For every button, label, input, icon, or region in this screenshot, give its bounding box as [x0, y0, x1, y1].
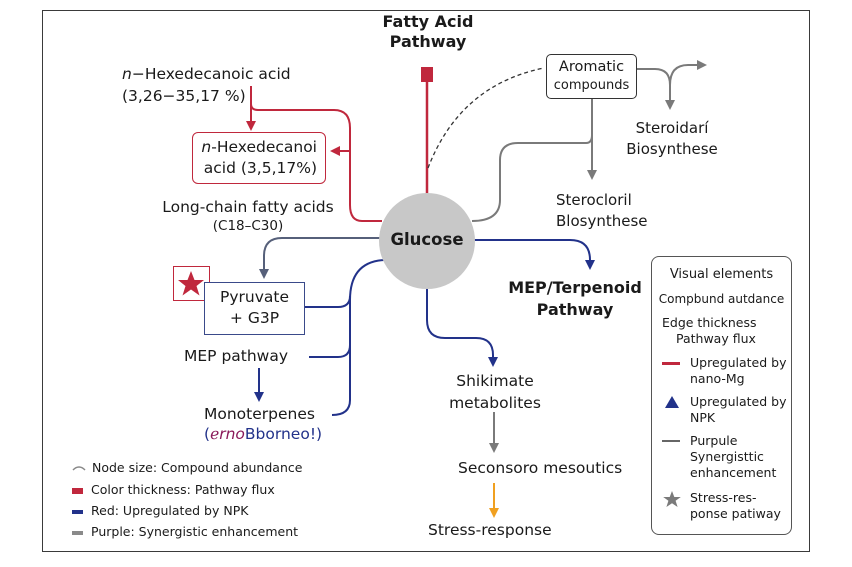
- star-icon: [663, 491, 681, 507]
- bottom-legend-text: Red: Upregulated by NPK: [91, 503, 249, 518]
- shikimate-line1: Shikimate: [456, 372, 534, 390]
- sterocloril-line2: Blosynthese: [556, 212, 648, 230]
- edge-glucose-blue-bracket: [331, 259, 385, 416]
- aromatic-line1: Aromatic: [558, 59, 625, 75]
- long-chain-fatty-acids-label: Long-chain fatty acids (C18–C30): [148, 198, 348, 236]
- edge-glucose-shikimate: [426, 286, 498, 367]
- hexadecanoic-range: (3,26−35,17 %): [122, 87, 246, 105]
- monoterpenes-label: Monoterpenes: [204, 405, 315, 423]
- pyruvate-line1: Pyruvate: [219, 288, 289, 306]
- long-chain-line2: (C18–C30): [212, 218, 284, 234]
- legend-item-line: Upregulated by: [690, 394, 787, 409]
- arc-icon: [72, 466, 86, 471]
- legend-item-line: Synergisttic: [690, 449, 764, 464]
- hexadecanoic-top-label: n−Hexedecanoic acid (3,26−35,17 %): [122, 63, 291, 107]
- red-line-icon: [662, 362, 680, 365]
- edge-bracket-mep: [309, 344, 351, 358]
- fatty-acid-line2: Pathway: [389, 32, 467, 51]
- edge-glucose-aromatic: [471, 134, 593, 222]
- legend-item-line: Stress-res-: [690, 490, 757, 505]
- shikimate-metabolites-label: Shikimate metabolites: [440, 370, 550, 414]
- edge-dashed-glucose-aromatic: [427, 67, 545, 169]
- legend-edge-line2: Pathway flux: [676, 331, 756, 346]
- edge-aromatic-branch-right: [669, 60, 707, 86]
- mep-terpenoid-pathway-label: MEP/Terpenoid Pathway: [500, 277, 650, 321]
- glucose-label: Glucose: [390, 230, 464, 249]
- steroidari-line2: Biosynthese: [626, 140, 718, 158]
- borneol-open: (: [204, 425, 211, 443]
- bottom-legend-synergistic: Purple: Synergistic enhancement: [72, 524, 298, 539]
- steroidari-line1: Steroidarí: [635, 119, 709, 137]
- gray-swatch: [72, 530, 83, 535]
- legend-item-line: nano-Mg: [690, 371, 745, 386]
- bottom-legend-text: Color thickness: Pathway flux: [91, 482, 275, 497]
- pyruvate-g3p-box: Pyruvate + G3P: [204, 282, 305, 335]
- edge-glucose-pyruvate: [259, 237, 380, 279]
- bottom-legend-text: Purple: Synergistic enhancement: [91, 524, 299, 539]
- sterocloril-line1: Sterocloril: [556, 191, 632, 209]
- pyruvate-line2: + G3P: [229, 309, 280, 327]
- edge-glucose-hexadecanoic: [250, 103, 382, 222]
- bottom-legend-node-size: Node size: Compound abundance: [92, 460, 302, 475]
- legend-compound: Compbund autdance: [658, 292, 785, 306]
- visual-elements-legend: Visual elements Compbund autdance Edge t…: [651, 256, 792, 535]
- legend-item-line: Purpule: [690, 433, 738, 448]
- star-marker-box: [173, 266, 210, 301]
- legend-item-line: NPK: [690, 410, 716, 425]
- aromatic-compounds-box: Aromatic compounds: [546, 54, 637, 99]
- long-chain-line1: Long-chain fatty acids: [162, 198, 334, 216]
- legend-edge-line1: Edge thickness: [662, 315, 757, 330]
- stress-response-label: Stress-response: [428, 521, 552, 539]
- hexadecanoic-box-prefix: n: [201, 138, 212, 156]
- sterocloril-biosynthese-label: Sterocloril Blosynthese: [556, 190, 648, 232]
- blue-swatch: [72, 509, 83, 514]
- star-icon: [178, 271, 204, 296]
- legend-item-line: enhancement: [690, 465, 777, 480]
- fatty-acid-flux-marker: [421, 67, 433, 82]
- mep-terpenoid-line1: MEP/Terpenoid: [508, 278, 642, 297]
- bottom-legend-npk: Red: Upregulated by NPK: [72, 503, 248, 518]
- mep-terpenoid-line2: Pathway: [536, 300, 614, 319]
- bottom-legend-color-thickness: Color thickness: Pathway flux: [72, 482, 275, 497]
- mep-pathway-label: MEP pathway: [184, 347, 289, 365]
- hexadecanoic-prefix: n: [122, 65, 132, 83]
- red-swatch: [72, 487, 83, 494]
- gray-line-icon: [662, 440, 680, 442]
- hexadecanoic-box-line1: -Hexedecanoi: [211, 138, 317, 156]
- borneol-part1: ℯrno: [210, 425, 245, 443]
- edge-bracket-pyruvate: [305, 295, 351, 308]
- shikimate-line2: metabolites: [449, 394, 541, 412]
- seconsoro-mesoutics-label: Seconsoro mesoutics: [458, 459, 623, 477]
- fatty-acid-pathway-label: Fatty Acid Pathway: [378, 12, 478, 52]
- hexadecanoic-name: −Hexedecanoic acid: [131, 65, 291, 83]
- bottom-legend-text: Node size: Compound abundance: [92, 460, 303, 475]
- legend-item-line: Upregulated by: [690, 355, 787, 370]
- borneol-part2: Bborneo!): [244, 425, 323, 443]
- legend-edge-thickness: Edge thickness Pathway flux: [662, 315, 801, 347]
- steroidari-biosynthese-label: Steroidarí Biosynthese: [612, 118, 732, 160]
- fatty-acid-line1: Fatty Acid: [382, 12, 474, 31]
- hexadecanoic-box: n-Hexedecanoi acid (3,5,17%): [192, 132, 326, 184]
- edge-glucose-mep-terpenoid: [474, 239, 595, 270]
- glucose-node: [379, 193, 475, 289]
- legend-title: Visual elements: [669, 267, 774, 282]
- blue-triangle-icon: [665, 396, 679, 408]
- borneol-label: (ℯrnoBborneo!): [204, 425, 322, 443]
- aromatic-line2: compounds: [553, 78, 630, 93]
- edge-aromatic-steroidari: [637, 68, 675, 110]
- hexadecanoic-box-line2: acid (3,5,17%): [203, 159, 317, 177]
- legend-item-line: ponse patiway: [690, 506, 781, 521]
